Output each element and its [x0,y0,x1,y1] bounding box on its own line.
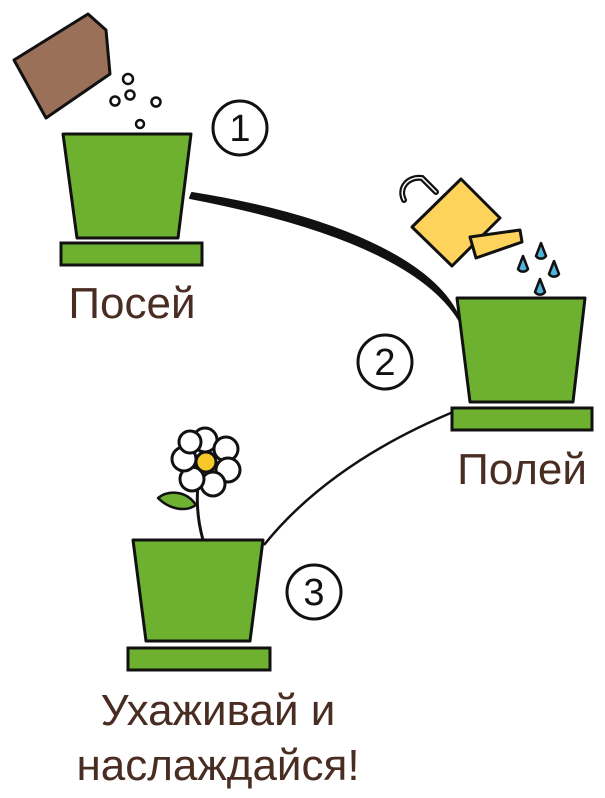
pot-1 [59,132,204,267]
seeds-icon [109,72,162,130]
step-2-label: Полей [457,445,587,494]
step-2-number-badge: 2 [356,333,414,391]
step-2-number: 2 [374,342,395,384]
water-drops-icon [516,241,561,296]
watering-can-icon [399,174,524,268]
step-3-label-line-1: Ухаживай и [101,686,336,735]
step-3-number: 3 [303,572,324,614]
step-1-number: 1 [229,108,250,150]
step-1-number-badge: 1 [211,99,269,157]
seed-packet-icon [12,12,112,120]
flower-icon [156,426,242,541]
pot-2 [450,296,594,432]
connector-2-to-3 [263,408,459,546]
pot-3 [126,538,272,672]
step-3-number-badge: 3 [285,563,343,621]
connector-1-to-2 [189,192,463,326]
step-1-label: Посей [68,279,195,328]
step-3-label-line-2: наслаждайся! [76,741,359,790]
